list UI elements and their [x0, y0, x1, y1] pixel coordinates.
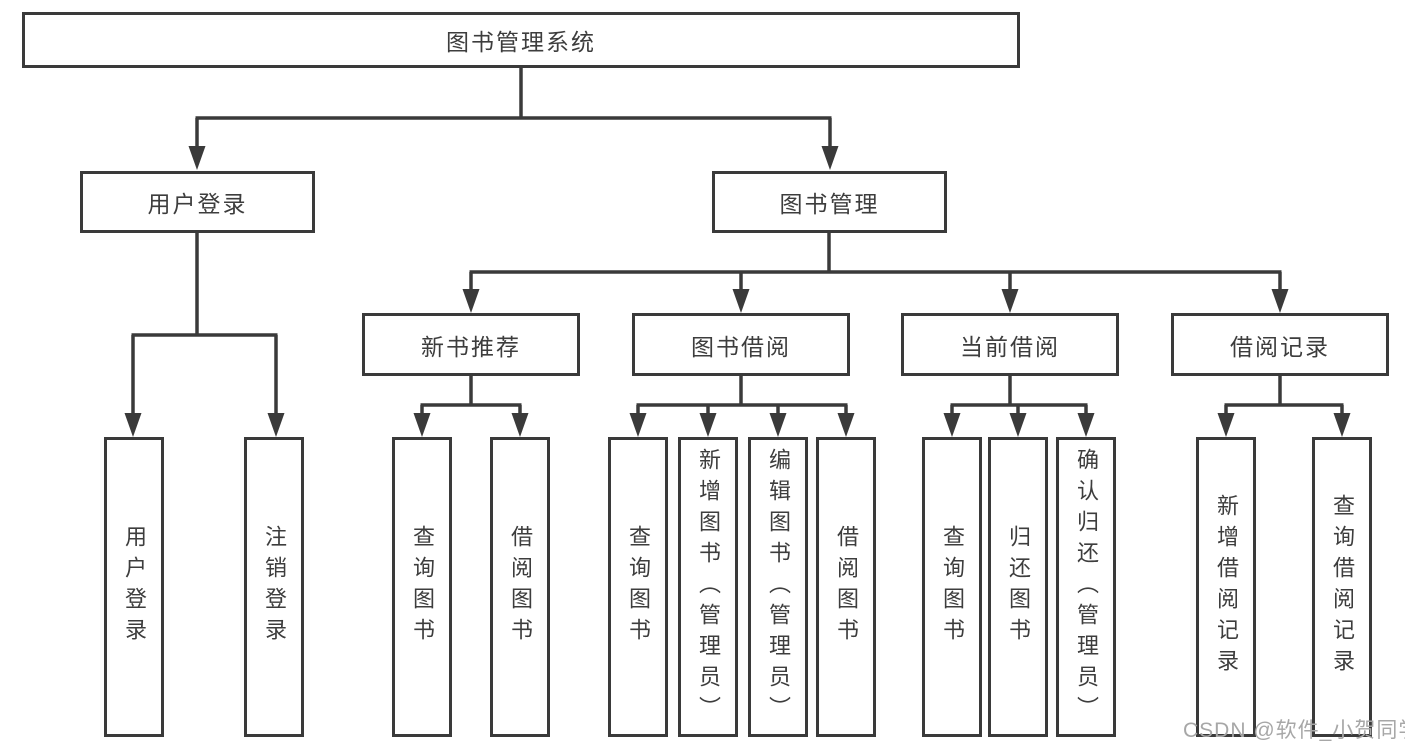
leaf-confirm-return-admin: 确认归还（管理员）: [1056, 437, 1116, 737]
node-label: 新增图书（管理员）: [696, 447, 721, 727]
arrowheads: [124, 146, 1351, 437]
node-label: 图书管理: [779, 191, 880, 217]
node-user-login: 用户登录: [80, 171, 315, 233]
node-label: 新书推荐: [421, 333, 521, 360]
node-label: 图书借阅: [691, 333, 791, 360]
node-root: 图书管理系统: [22, 12, 1020, 68]
node-label: 用户登录: [122, 525, 147, 649]
node-label: 查询图书: [410, 525, 435, 649]
leaf-logout: 注销登录: [244, 437, 304, 737]
leaf-borrow-books: 借阅图书: [816, 437, 876, 737]
leaf-add-borrow-record: 新增借阅记录: [1196, 437, 1256, 737]
node-label: 编辑图书（管理员）: [766, 447, 791, 727]
node-book-management: 图书管理: [712, 171, 947, 233]
node-new-book-recommend: 新书推荐: [362, 313, 580, 376]
leaf-user-login: 用户登录: [104, 437, 164, 737]
node-book-borrow: 图书借阅: [632, 313, 850, 376]
leaf-add-book-admin: 新增图书（管理员）: [678, 437, 738, 737]
node-label: 借阅记录: [1230, 333, 1330, 360]
node-label: 用户登录: [147, 191, 248, 217]
node-current-borrow: 当前借阅: [901, 313, 1119, 376]
leaf-query-borrow-record: 查询借阅记录: [1312, 437, 1372, 737]
node-label: 查询图书: [940, 525, 965, 649]
node-label: 归还图书: [1006, 525, 1031, 649]
node-label: 当前借阅: [960, 333, 1060, 360]
csdn-watermark: CSDN @软件_小贺同学: [1183, 719, 1405, 742]
node-label: 确认归还（管理员）: [1074, 447, 1099, 727]
node-label: 新增借阅记录: [1214, 494, 1239, 680]
node-label: 查询图书: [626, 525, 651, 649]
leaf-borrow-books-recommend: 借阅图书: [490, 437, 550, 737]
leaf-query-books-borrow: 查询图书: [608, 437, 668, 737]
node-label: 图书管理系统: [446, 29, 596, 55]
leaf-query-books-current: 查询图书: [922, 437, 982, 737]
node-label: 注销登录: [262, 525, 287, 649]
node-borrow-records: 借阅记录: [1171, 313, 1389, 376]
leaf-edit-book-admin: 编辑图书（管理员）: [748, 437, 808, 737]
leaf-return-book: 归还图书: [988, 437, 1048, 737]
node-label: 查询借阅记录: [1330, 494, 1355, 680]
node-label: 借阅图书: [834, 525, 859, 649]
node-label: 借阅图书: [508, 525, 533, 649]
leaf-query-books-recommend: 查询图书: [392, 437, 452, 737]
